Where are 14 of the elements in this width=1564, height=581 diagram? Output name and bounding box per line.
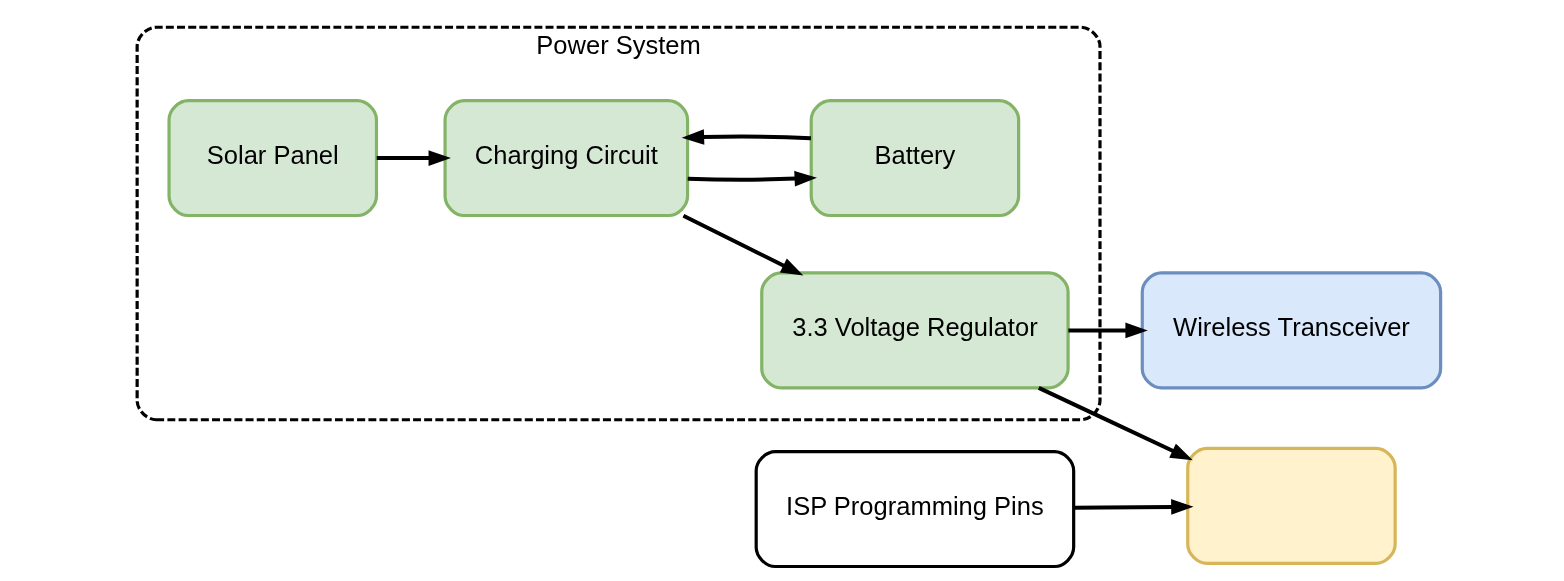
arrow xyxy=(376,150,451,166)
node-box: Wireless Transceiver xyxy=(1140,271,1442,390)
arrow xyxy=(681,129,811,145)
arrow xyxy=(682,213,803,276)
arrow xyxy=(1037,386,1193,461)
arrow xyxy=(1073,499,1194,515)
arrow xyxy=(687,170,817,187)
arrow xyxy=(1067,322,1148,339)
node-box: Charging Circuit xyxy=(442,99,689,218)
node-box: Solar Panel xyxy=(166,99,378,218)
node-box: 3.3 Voltage Regulator xyxy=(759,271,1070,390)
node-box: ISP Programming Pins xyxy=(754,450,1075,569)
node-box: Battery xyxy=(809,99,1020,218)
node-box xyxy=(1185,446,1397,565)
